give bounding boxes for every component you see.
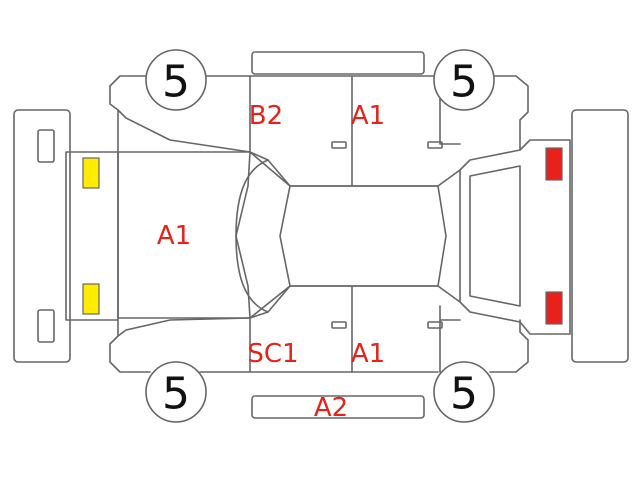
tire-rear-right-value: 5	[450, 369, 478, 420]
upper-roof-rail	[251, 51, 425, 75]
hood-panel	[65, 151, 251, 321]
front-bumper	[13, 109, 71, 363]
tire-rear-left-value: 5	[450, 57, 478, 108]
code-upper-front-door: A1	[351, 101, 385, 131]
rear-lamp-lower	[545, 291, 563, 325]
tire-front-right-value: 5	[162, 369, 190, 420]
code-upper-rear-door: B2	[249, 101, 283, 131]
trunk-panel	[459, 139, 571, 335]
code-lower-rear-door: SC1	[247, 339, 298, 369]
code-hood: A1	[157, 221, 191, 251]
tire-front-right: 5	[145, 361, 207, 423]
cabin-top-view	[235, 151, 461, 319]
tire-front-left-value: 5	[162, 57, 190, 108]
code-lower-front-door: A1	[351, 339, 385, 369]
tire-front-left: 5	[145, 49, 207, 111]
rear-lamp-upper	[545, 147, 563, 181]
lower-rocker-panel	[251, 395, 425, 419]
front-lamp-lower	[82, 283, 100, 315]
tire-rear-right: 5	[433, 361, 495, 423]
rear-bumper	[571, 109, 629, 363]
tire-rear-left: 5	[433, 49, 495, 111]
lower-side-profile	[109, 285, 529, 373]
code-lower-rocker: A2	[314, 393, 348, 423]
front-lamp-upper	[82, 157, 100, 189]
